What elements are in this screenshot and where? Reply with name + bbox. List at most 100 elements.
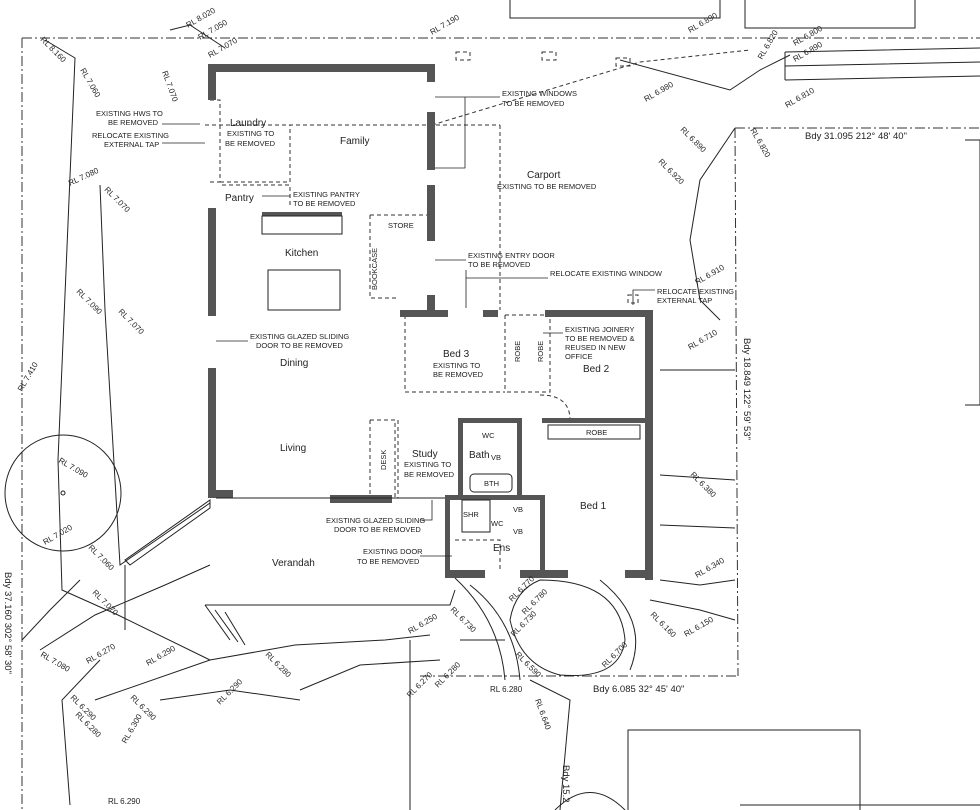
note-bed3-2: BE REMOVED xyxy=(433,370,484,379)
neighbour-outlines xyxy=(509,0,980,810)
room-living: Living xyxy=(280,443,306,454)
note-tap-1: RELOCATE EXISTING xyxy=(92,131,169,140)
note-door-2: TO BE REMOVED xyxy=(357,557,420,566)
room-bed2: Bed 2 xyxy=(583,364,610,375)
spot-level-34: RL 6.250 xyxy=(407,612,440,636)
room-kitchen: Kitchen xyxy=(285,248,318,259)
note-windows-1: EXISTING WINDOWS xyxy=(502,89,577,98)
room-bed1: Bed 1 xyxy=(580,501,607,512)
room-bath: Bath xyxy=(469,450,490,461)
walls xyxy=(208,64,653,580)
bdy-right: Bdy 18.849 122° 59' 53" xyxy=(741,338,752,440)
label-robe-bed3: ROBE xyxy=(513,341,522,362)
tree-canopy xyxy=(4,434,122,552)
spot-level-17: RL 7.070 xyxy=(103,185,133,215)
spot-level-13: RL 6.820 xyxy=(748,127,772,160)
spot-level-4: RL 6.890 xyxy=(687,11,720,35)
spot-level-10: RL 7.070 xyxy=(160,70,180,104)
spot-level-18: RL 6.910 xyxy=(694,263,727,287)
note-glazed2-1: EXISTING GLAZED SLIDING xyxy=(326,516,425,525)
bdy-bottom: Bdy 6.085 32° 45' 40" xyxy=(593,684,684,695)
note-windows-2: TO BE REMOVED xyxy=(502,99,565,108)
spot-level-6: RL 6.820 xyxy=(756,28,780,61)
label-desk: DESK xyxy=(379,450,388,470)
spot-level-14: RL 6.890 xyxy=(679,125,709,155)
spot-level-38: RL 6.290 xyxy=(145,644,178,668)
note-joinery-4: OFFICE xyxy=(565,352,593,361)
room-family: Family xyxy=(340,136,369,147)
room-ens: Ens xyxy=(493,543,510,554)
spot-level-36: RL 7.080 xyxy=(39,650,72,674)
spot-level-12: RL 6.810 xyxy=(784,86,817,110)
room-dining: Dining xyxy=(280,358,308,369)
spot-level-24: RL 6.380 xyxy=(689,470,719,500)
contour-lines xyxy=(21,24,791,810)
spot-level-45: RL 6.280 xyxy=(433,660,463,690)
demolition-notes: EXISTING HWS TO BE REMOVED RELOCATE EXIS… xyxy=(92,89,734,566)
note-study-1: EXISTING TO xyxy=(404,460,451,469)
room-pantry: Pantry xyxy=(225,193,254,204)
label-vb-ens-1: VB xyxy=(513,505,523,514)
note-door-1: EXISTING DOOR xyxy=(363,547,423,556)
bdy-top: Bdy 31.095 212° 48' 40" xyxy=(805,131,907,142)
spot-level-25: RL 7.020 xyxy=(42,523,75,547)
spot-level-39: RL 6.280 xyxy=(264,650,294,680)
note-reloc-tap-2: EXTERNAL TAP xyxy=(657,296,712,305)
label-wc-ens: WC xyxy=(491,519,504,528)
verandah-edge xyxy=(124,499,637,681)
note-hws-2: BE REMOVED xyxy=(108,118,159,127)
spot-level-23: RL 7.090 xyxy=(57,456,90,480)
room-bed3: Bed 3 xyxy=(443,349,470,360)
spot-level-20: RL 7.070 xyxy=(117,307,147,337)
note-glazed1-1: EXISTING GLAZED SLIDING xyxy=(250,332,349,341)
note-laundry-1: EXISTING TO xyxy=(227,129,274,138)
label-robe-bed1: ROBE xyxy=(586,428,607,437)
spot-level-16: RL 7.080 xyxy=(67,166,100,188)
note-joinery-1: EXISTING JOINERY xyxy=(565,325,634,334)
property-boundary xyxy=(21,37,980,810)
room-study: Study xyxy=(412,449,438,460)
note-joinery-2: TO BE REMOVED & xyxy=(565,334,634,343)
note-reloc-tap-1: RELOCATE EXISTING xyxy=(657,287,734,296)
bdy-bottom-right: Bdy 15.2 xyxy=(560,765,571,803)
note-tap-2: EXTERNAL TAP xyxy=(104,140,159,149)
spot-level-9: RL 7.060 xyxy=(78,67,102,100)
spot-level-32: RL 6.160 xyxy=(649,610,679,640)
room-labels: Laundry Family Pantry Kitchen Dining Liv… xyxy=(225,118,610,569)
note-entry-2: TO BE REMOVED xyxy=(468,260,531,269)
spot-level-22: RL 7.410 xyxy=(16,360,40,393)
label-bookcase: BOOKCASE xyxy=(370,248,379,290)
note-pantry-2: TO BE REMOVED xyxy=(293,199,356,208)
boundary-labels: Bdy 31.095 212° 48' 40" Bdy 18.849 122° … xyxy=(2,131,907,803)
room-carport: Carport xyxy=(527,170,561,181)
spot-level-46: RL 6.280 xyxy=(490,685,523,694)
note-carport: EXISTING TO BE REMOVED xyxy=(497,182,597,191)
label-wc-bath: WC xyxy=(482,431,495,440)
spot-level-28: RL 7.070 xyxy=(91,588,121,618)
note-entry-1: EXISTING ENTRY DOOR xyxy=(468,251,555,260)
note-laundry-2: BE REMOVED xyxy=(225,139,276,148)
room-verandah: Verandah xyxy=(272,558,315,569)
spot-level-50: RL 6.290 xyxy=(108,797,141,806)
spot-level-37: RL 6.270 xyxy=(85,642,118,666)
label-bth: BTH xyxy=(484,479,499,488)
spot-level-21: RL 6.710 xyxy=(687,328,720,352)
demolition-outlines xyxy=(205,49,751,572)
label-vb-ens-2: VB xyxy=(513,527,523,536)
spot-level-26: RL 7.060 xyxy=(87,543,117,573)
spot-level-35: RL 6.730 xyxy=(449,605,479,635)
spot-level-49: RL 6.640 xyxy=(533,698,553,732)
label-vb-bath: VB xyxy=(491,453,501,462)
room-laundry: Laundry xyxy=(230,118,266,129)
spot-level-2: RL 7.190 xyxy=(429,13,462,37)
note-pantry-1: EXISTING PANTRY xyxy=(293,190,360,199)
spot-level-19: RL 7.090 xyxy=(75,287,105,317)
note-glazed1-2: DOOR TO BE REMOVED xyxy=(256,341,343,350)
spot-level-41: RL 6.700 xyxy=(600,640,630,670)
note-bed3-1: EXISTING TO xyxy=(433,361,480,370)
spot-level-8: RL 8.160 xyxy=(39,35,69,65)
bdy-left: Bdy 37.160 302° 58' 30" xyxy=(2,572,13,674)
note-joinery-3: REUSED IN NEW xyxy=(565,343,626,352)
note-reloc-window: RELOCATE EXISTING WINDOW xyxy=(550,269,663,278)
